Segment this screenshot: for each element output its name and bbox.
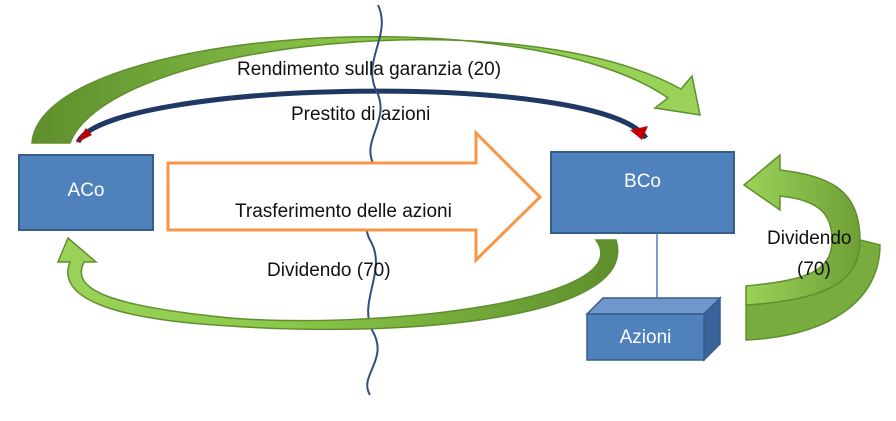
azioni-box — [585, 296, 722, 362]
prestito-label: Prestito di azioni — [291, 104, 431, 125]
arrow-trasferimento-azioni — [166, 129, 543, 264]
azioni-label: Azioni — [619, 327, 672, 348]
dividendo-right-label: Dividendo — [767, 228, 852, 249]
dividendo-main-label: Dividendo (70) — [267, 260, 391, 281]
trasferimento-label: Trasferimento delle azioni — [235, 201, 452, 222]
aco-label: ACo — [67, 180, 105, 201]
arrow-dividendo-right — [742, 153, 881, 341]
dividendo-right-amount: (70) — [797, 259, 831, 280]
bco-box — [550, 151, 735, 234]
arrow-prestito-azioni — [75, 88, 649, 144]
bco-label: BCo — [624, 171, 661, 192]
arrow-rendimento-garanzia — [31, 36, 701, 144]
rendimento-label: Rendimento sulla garanzia (20) — [237, 59, 502, 80]
arrow-dividendo-bottom — [56, 236, 619, 331]
aco-box — [18, 154, 154, 231]
